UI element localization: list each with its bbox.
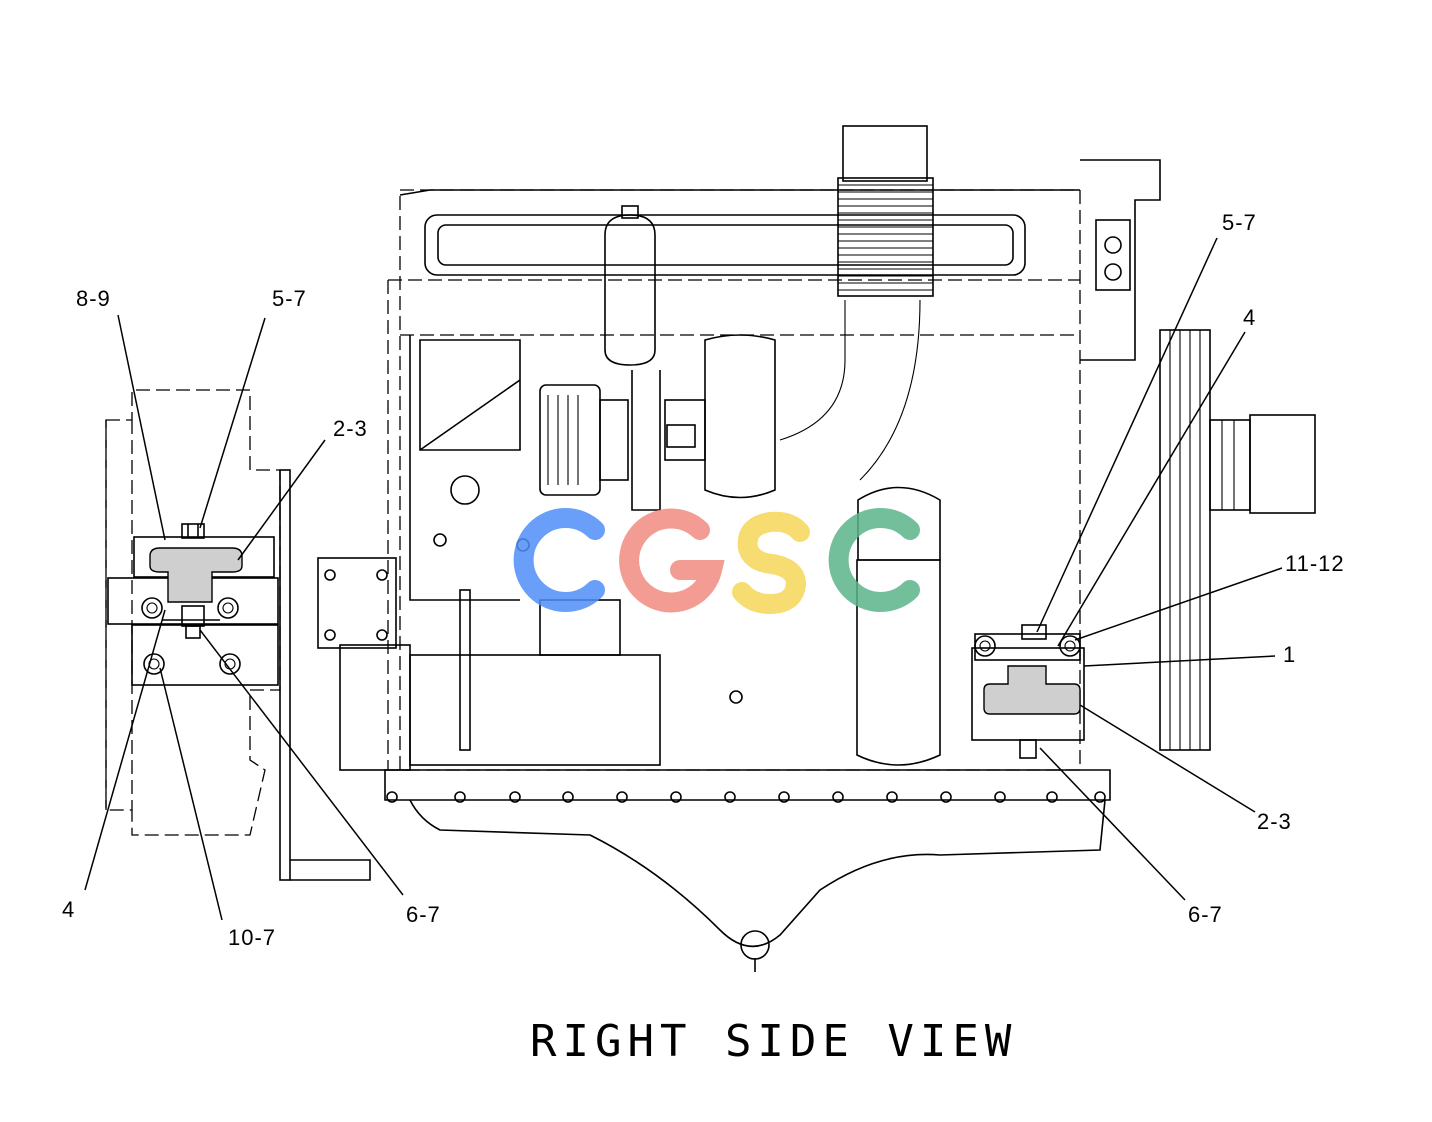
leader-lines: [84, 237, 1283, 921]
view-caption: RIGHT SIDE VIEW: [530, 1016, 1017, 1067]
left-mount-detail: [105, 389, 371, 881]
callout-left-8-9: 8-9: [76, 286, 111, 311]
callout-right-1: 1: [1283, 642, 1296, 667]
right-isolator: [983, 665, 1081, 715]
callout-left-4: 4: [62, 897, 75, 922]
callout-right-11-12: 11-12: [1285, 551, 1345, 576]
engine-block: [317, 125, 1316, 972]
callout-right-6-7: 6-7: [1188, 902, 1223, 927]
callout-left-2-3: 2-3: [333, 416, 368, 441]
pan-bolts: [386, 791, 1106, 803]
callout-right-5-7: 5-7: [1222, 210, 1257, 235]
air-box-grill: [838, 184, 933, 291]
callout-left-5-7: 5-7: [272, 286, 307, 311]
left-isolator: [149, 547, 243, 603]
callout-left-10-7: 10-7: [228, 925, 276, 950]
right-mount-detail: [971, 624, 1085, 759]
callout-right-4: 4: [1243, 305, 1256, 330]
callout-left-6-7: 6-7: [406, 902, 441, 927]
callout-right-2-3: 2-3: [1257, 809, 1292, 834]
watermark-logo: [513, 508, 920, 615]
